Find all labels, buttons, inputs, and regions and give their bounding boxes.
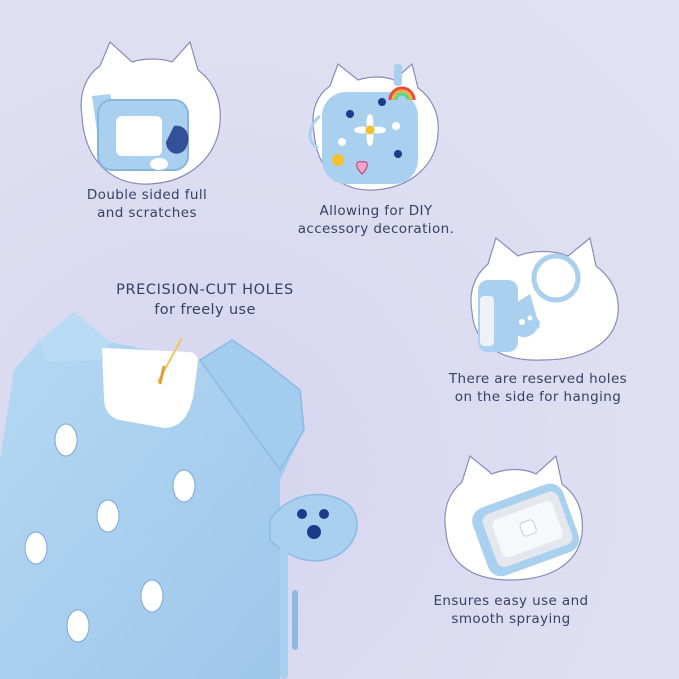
- rainbow-charm-icon: [388, 86, 416, 101]
- cat-bubble-icon: [444, 454, 583, 581]
- caption-hanging-holes: There are reserved holes on the side for…: [448, 371, 628, 405]
- headline-title: PRECISION-CUT HOLES: [116, 282, 294, 298]
- cat-bubble-icon: [80, 40, 221, 185]
- cat-bubble-icon: [470, 236, 619, 361]
- caption-double-sided: Double sided full and scratches: [86, 187, 208, 221]
- caption-diy: Allowing for DIY accessory decoration.: [297, 203, 455, 237]
- caption-easy-use: Ensures easy use and smooth spraying: [433, 593, 589, 627]
- cat-bubble-icon: [308, 62, 439, 191]
- case-product-image: [0, 312, 358, 679]
- paw-keyring-icon: [269, 493, 358, 679]
- daisy-charm-icon: [354, 114, 386, 146]
- headline-subtitle: for freely use: [154, 302, 256, 318]
- headline: PRECISION-CUT HOLES for freely use: [98, 280, 312, 320]
- heart-charm-icon: [356, 161, 368, 175]
- paw-keyring-icon: [498, 253, 581, 338]
- smiley-charm-icon: [332, 154, 344, 166]
